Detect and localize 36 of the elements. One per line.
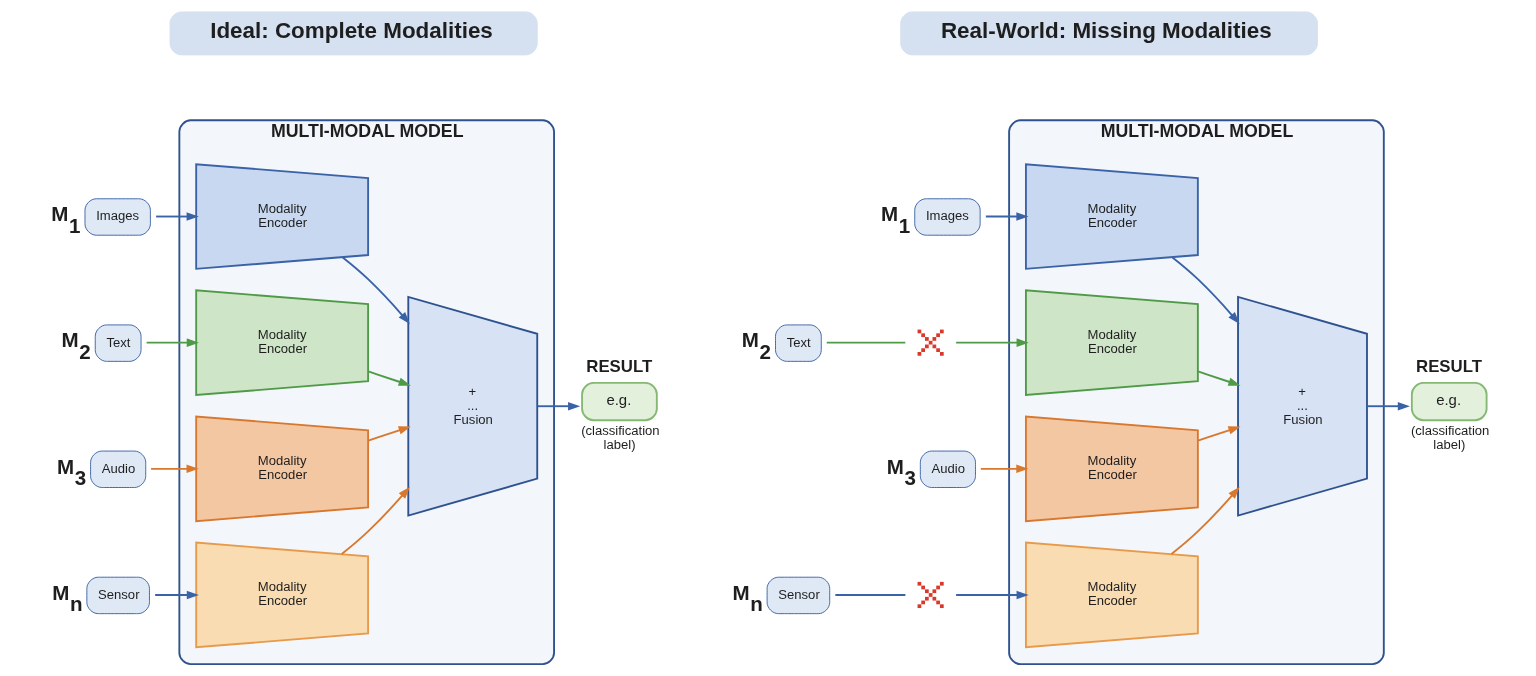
arrow	[153, 590, 199, 600]
node-box: Modality Encoder	[194, 289, 369, 396]
node-box: Modality Encoder	[1024, 163, 1199, 270]
arrow	[340, 486, 410, 555]
arrow	[154, 212, 199, 221]
node-box: Real-World: Missing Modalities	[899, 11, 1318, 56]
arrow	[984, 212, 1029, 221]
connector	[825, 341, 906, 344]
arrow	[1171, 256, 1240, 324]
arrow	[341, 256, 410, 324]
arrow	[536, 401, 580, 411]
node-box: Modality Encoder	[194, 541, 369, 649]
arrow	[1365, 401, 1410, 411]
arrow	[1170, 486, 1240, 555]
arrow	[954, 338, 1029, 347]
arrow	[979, 464, 1028, 474]
node-label: RESULT	[1415, 357, 1482, 377]
arrow	[1196, 426, 1241, 442]
connector	[833, 594, 906, 596]
node-box: Modality Encoder	[1024, 289, 1199, 396]
arrow	[954, 590, 1029, 600]
node-box: Modality Encoder	[194, 415, 369, 523]
node-box: Modality Encoder	[1024, 415, 1199, 523]
arrow	[366, 370, 411, 386]
arrow	[149, 464, 199, 474]
node-box: + ... Fusion	[406, 295, 538, 517]
node-label: RESULT	[585, 357, 652, 377]
arrow	[1196, 370, 1241, 386]
node-label: (classification label)	[580, 423, 660, 453]
node-box: Modality Encoder	[194, 163, 369, 270]
arrow	[366, 426, 411, 442]
node-box: Modality Encoder	[1024, 541, 1199, 649]
node-box: + ... Fusion	[1236, 295, 1368, 517]
arrow	[145, 338, 199, 347]
node-box: Ideal: Complete Modalities	[169, 11, 538, 56]
node-label: (classification label)	[1410, 423, 1489, 453]
